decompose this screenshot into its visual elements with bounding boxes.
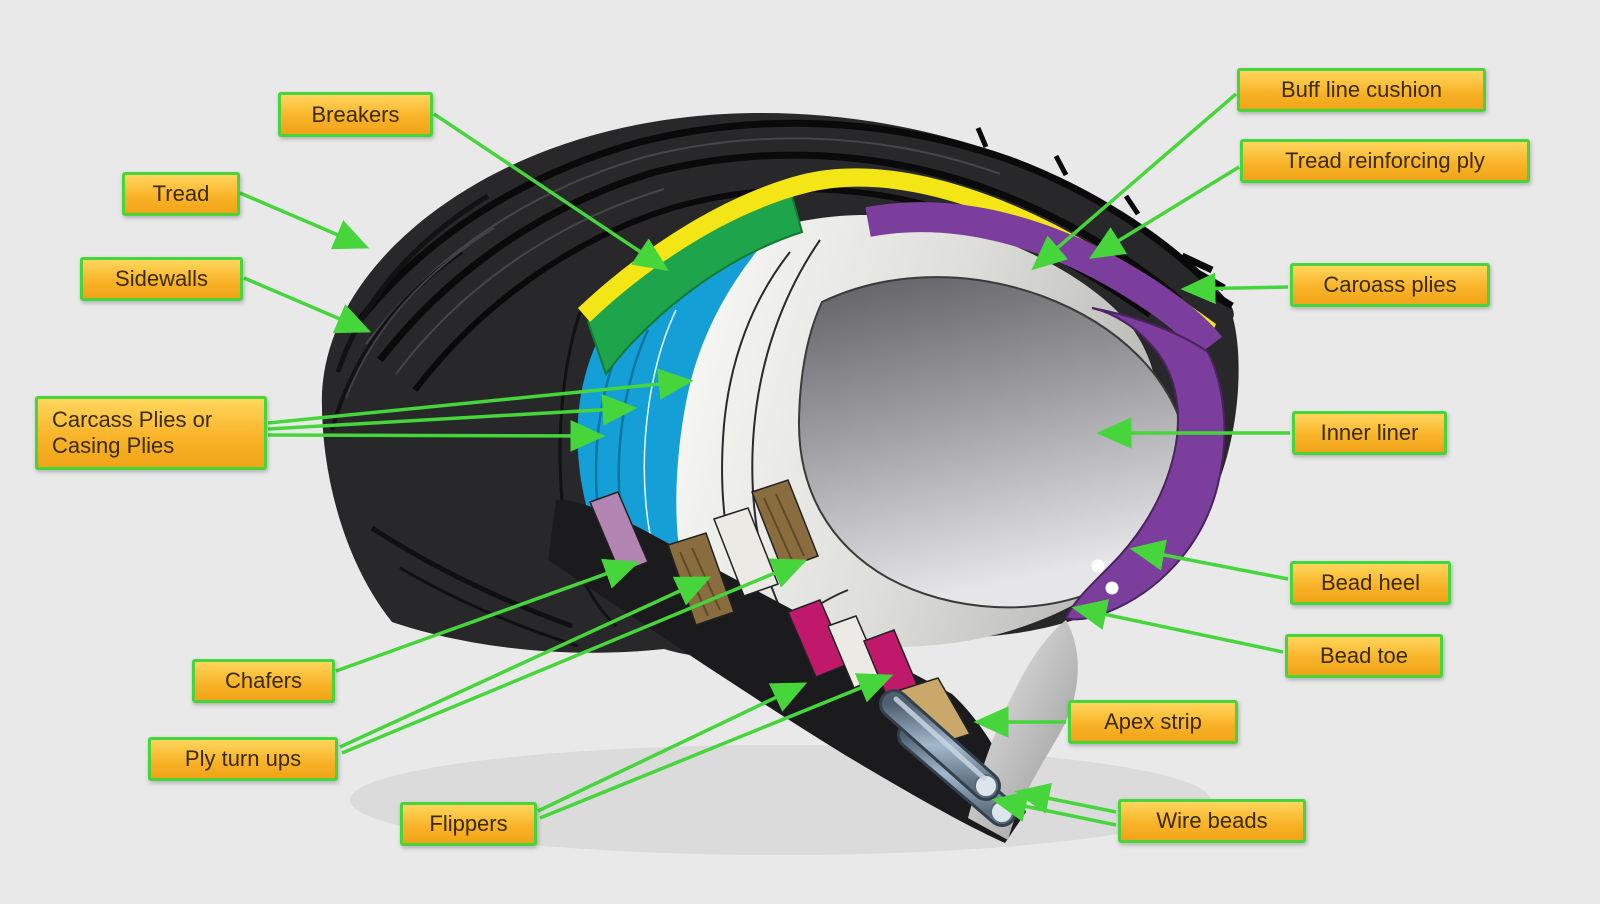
arrow-caroass-plies	[1180, 272, 1289, 305]
cut-edge-outline	[558, 311, 618, 628]
label-bead-toe: Bead toe	[1285, 634, 1443, 678]
label-tread-reinforcing-ply: Tread reinforcing ply	[1240, 139, 1530, 183]
label-apex-strip: Apex strip	[1068, 700, 1238, 744]
arrow-tread	[239, 191, 370, 250]
sidewall-ridges	[330, 193, 579, 648]
buff-line-yellow	[578, 168, 1216, 338]
inner-liner-rim	[1064, 307, 1226, 621]
arrow-wire-beads-2	[991, 790, 1117, 827]
label-carcass-plies: Carcass Plies or Casing Plies	[35, 396, 267, 470]
label-bead-heel: Bead heel	[1290, 561, 1451, 605]
arrow-flippers-1	[537, 682, 808, 813]
arrow-carcass-plies-3	[267, 420, 606, 452]
callout-arrows	[239, 92, 1290, 827]
label-wire-beads: Wire beads	[1118, 799, 1306, 843]
label-breakers: Breakers	[278, 92, 433, 137]
arrow-wire-beads-1	[1014, 782, 1117, 814]
chafer-block-2	[751, 479, 819, 570]
ply-turnup-mauve-strip	[589, 491, 649, 574]
arrow-carcass-plies-1	[267, 368, 694, 425]
bead-components	[589, 479, 972, 748]
bead-heel-dot	[1105, 581, 1119, 595]
label-chafers: Chafers	[192, 659, 335, 703]
arrow-chafers	[335, 558, 640, 673]
arrow-bead-toe	[1071, 599, 1284, 654]
arrow-ply-turn-ups-2	[341, 558, 808, 755]
arrow-buff-line-cushion	[1031, 92, 1238, 271]
arrow-carcass-plies-2	[267, 394, 638, 431]
lower-bead-strip	[548, 499, 1026, 843]
label-buff-line-cushion: Buff line cushion	[1237, 68, 1486, 112]
label-tread: Tread	[122, 172, 240, 216]
bead-heel-dot	[1091, 559, 1105, 573]
arrow-ply-turn-ups-1	[339, 576, 712, 749]
arrow-bead-heel	[1129, 539, 1289, 581]
label-flippers: Flippers	[400, 802, 537, 846]
arrow-flippers-2	[539, 673, 894, 820]
arrow-breakers	[433, 112, 669, 271]
label-sidewalls: Sidewalls	[80, 257, 243, 301]
tread-reinforcing-purple-band	[865, 202, 1222, 356]
wire-beads-cylinders	[879, 689, 1017, 827]
label-ply-turn-ups: Ply turn ups	[148, 737, 338, 781]
arrow-sidewalls	[243, 276, 372, 334]
label-caroass-plies: Caroass plies	[1290, 263, 1490, 307]
label-inner-liner: Inner liner	[1292, 411, 1447, 455]
arrow-tread-reinforcing-ply	[1089, 165, 1240, 259]
